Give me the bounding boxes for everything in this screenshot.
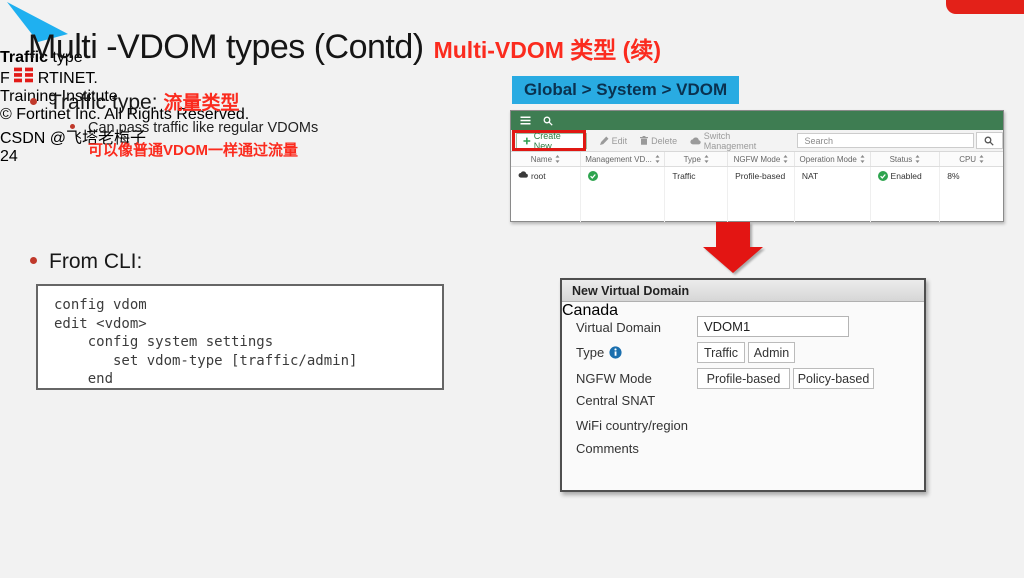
fortinet-logo-wordmark: F RTINET. [0, 67, 1024, 88]
subbullet-text: Can pass traffic like regular VDOMs [88, 120, 319, 136]
table-row[interactable]: root Traffic Profile-based NAT Enabled 8… [511, 167, 1003, 222]
sort-icon [555, 155, 560, 163]
create-new-label: Create New [533, 130, 561, 151]
breadcrumb: Global > System > VDOM [512, 76, 740, 104]
sort-icon [915, 155, 920, 163]
column-header-management-vd[interactable]: Management VD... [581, 152, 666, 166]
search-icon [984, 136, 995, 146]
vdom-toolbar: Create New Edit Delete Switch Management [511, 130, 1003, 152]
traffic-type-label: Traffic type: [49, 91, 158, 114]
page-number: 24 [0, 148, 18, 165]
copyright-text: © Fortinet Inc. All Rights Reserved. [0, 106, 250, 123]
wifi-country-value: Canada [562, 302, 619, 319]
bullet-icon [30, 257, 37, 264]
page-title: Multi -VDOM types (Contd) [28, 28, 424, 66]
vdom-table-header: Name Management VD... Type NGFW Mode Ope… [511, 152, 1003, 167]
search-icon[interactable] [543, 116, 553, 126]
traffic-type-callout: Traffic type [0, 49, 83, 66]
column-header-type[interactable]: Type [665, 152, 729, 166]
column-header-status[interactable]: Status [871, 152, 941, 166]
switch-management-button[interactable]: Switch Management [690, 131, 782, 151]
cell-cpu: 8% [947, 171, 960, 181]
title-row: Multi -VDOM types (Contd) Multi-VDOM 类型 (… [28, 28, 661, 67]
cli-line: end [54, 371, 114, 387]
comments-label: Comments [576, 441, 639, 456]
cli-line: config system settings [54, 334, 274, 350]
cell-management-vd [581, 167, 666, 222]
sub-bullet-icon [70, 124, 75, 129]
sort-icon [979, 155, 984, 163]
pencil-icon [599, 136, 609, 145]
virtual-domain-label: Virtual Domain [576, 320, 662, 335]
page-title-chinese: Multi-VDOM 类型 (续) [433, 37, 661, 63]
fortinet-logo: F RTINET. Training Institute [0, 67, 1024, 106]
dialog-title: New Virtual Domain [562, 280, 924, 302]
vdom-table-panel: Create New Edit Delete Switch Management… [510, 110, 1004, 222]
column-header-ngfw-mode[interactable]: NGFW Mode [728, 152, 795, 166]
from-cli-label: From CLI: [49, 250, 143, 273]
down-arrow [703, 222, 763, 273]
cli-line: set vdom-type [traffic/admin] [54, 352, 358, 369]
ngfw-mode-label: NGFW Mode [576, 371, 652, 386]
new-virtual-domain-dialog: New Virtual Domain Virtual Domain Type T… [560, 278, 926, 492]
ngfw-option-profile-based[interactable]: Profile-based [697, 368, 790, 389]
info-icon [609, 346, 622, 359]
check-circle-icon [877, 171, 888, 181]
column-header-name[interactable]: Name [511, 152, 581, 166]
vdom-cloud-icon [518, 171, 528, 178]
cell-status: Enabled [871, 167, 941, 222]
plus-icon [523, 137, 531, 144]
cli-line: config vdom [54, 297, 147, 313]
trash-icon [640, 136, 649, 145]
switch-management-label: Switch Management [703, 130, 757, 151]
cli-code-box: config vdom edit <vdom> config system se… [36, 284, 444, 390]
cell-name: root [511, 167, 581, 222]
wifi-country-select[interactable]: Canada [562, 302, 924, 320]
watermark-text: CSDN @飞塔老梅子 [0, 130, 147, 147]
hamburger-menu-icon[interactable] [520, 116, 531, 125]
column-header-operation-mode[interactable]: Operation Mode [795, 152, 871, 166]
bullet-icon [30, 98, 37, 105]
training-institute-label: Training Institute [0, 88, 118, 105]
subbullet-text-chinese: 可以像普通VDOM一样通过流量 [88, 142, 299, 159]
type-label: Type [576, 345, 622, 360]
slide-corner-accent [946, 0, 1024, 14]
type-option-traffic[interactable]: Traffic [697, 342, 745, 363]
traffic-type-label-chinese: 流量类型 [163, 93, 240, 114]
traffic-type-subbullet: Can pass traffic like regular VDOMs 可以像普… [70, 119, 318, 160]
from-cli-bullet: From CLI: [30, 250, 142, 274]
fortinet-o-icon [14, 67, 34, 83]
edit-label: Edit [611, 135, 628, 146]
callout-tail [7, 2, 68, 42]
cell-ngfw-mode: Profile-based [728, 167, 795, 222]
cell-type: Traffic [665, 167, 729, 222]
sort-icon [783, 155, 788, 163]
wifi-country-label: WiFi country/region [576, 418, 688, 433]
check-circle-icon [587, 171, 598, 181]
cli-line: edit <vdom> [54, 315, 147, 332]
sort-icon [704, 155, 709, 163]
ngfw-option-policy-based[interactable]: Policy-based [793, 368, 874, 389]
sort-icon [655, 155, 660, 163]
cloud-icon [690, 137, 701, 144]
central-snat-label: Central SNAT [576, 393, 656, 408]
edit-button[interactable]: Edit [599, 135, 628, 146]
virtual-domain-input[interactable] [697, 316, 849, 337]
fortigate-header-bar [511, 111, 1003, 130]
delete-button[interactable]: Delete [640, 136, 677, 146]
cell-operation-mode: NAT [795, 167, 871, 222]
search-submit-button[interactable] [975, 132, 1003, 149]
sort-icon [860, 155, 865, 163]
traffic-type-bullet: Traffic type:流量类型 [30, 88, 240, 115]
column-header-cpu[interactable]: CPU [940, 152, 1003, 166]
create-new-button[interactable]: Create New [516, 130, 587, 151]
delete-label: Delete [651, 135, 678, 146]
search-input[interactable] [797, 133, 974, 148]
type-option-admin[interactable]: Admin [748, 342, 795, 363]
